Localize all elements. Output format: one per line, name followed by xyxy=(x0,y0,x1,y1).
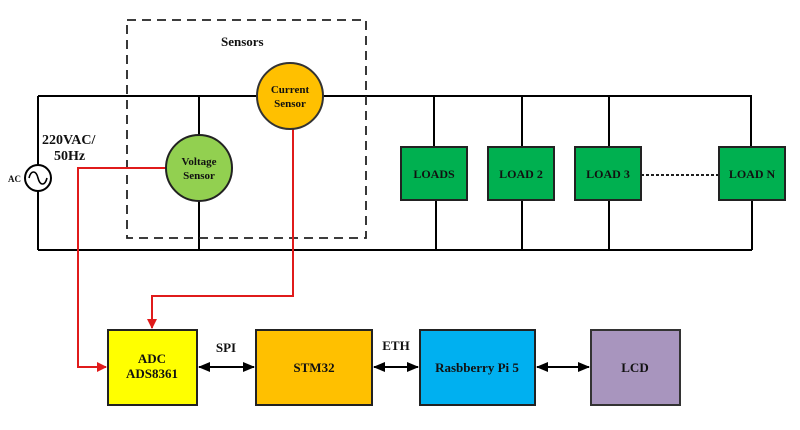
lcd-label: LCD xyxy=(621,360,648,375)
loads: LOADS LOAD 2 LOAD 3 LOAD N xyxy=(400,146,786,201)
stm32-block: STM32 xyxy=(255,329,373,406)
current-sensor-node xyxy=(256,62,324,130)
current-sensor-label-line2: Sensor xyxy=(274,98,306,110)
spi-link-label: SPI xyxy=(216,340,236,355)
eth-link-label: ETH xyxy=(382,338,409,353)
signal-wires xyxy=(77,129,294,372)
ac-source: AC 220VAC/ 50Hz xyxy=(8,133,97,192)
voltage-sensor-node xyxy=(165,134,233,202)
load-label: LOAD 2 xyxy=(499,167,543,181)
load-label: LOAD N xyxy=(729,167,776,181)
raspberry-pi-label: Rasbberry Pi 5 xyxy=(435,360,519,375)
voltage-signal-wire xyxy=(77,167,166,372)
load-block: LOAD 3 xyxy=(574,146,642,201)
lcd-box xyxy=(590,329,681,406)
adc-label-line1: ADC xyxy=(138,351,166,366)
load-block: LOAD 2 xyxy=(487,146,555,201)
load-block: LOADS xyxy=(400,146,468,201)
voltage-sensor-label-line2: Sensor xyxy=(183,170,215,182)
stm32-box xyxy=(255,329,373,406)
ac-symbol-label: AC xyxy=(8,174,21,184)
current-sensor-label-line1: Current xyxy=(271,84,310,96)
raspberry-pi-block: Rasbberry Pi 5 xyxy=(419,329,536,406)
adc-label-line2: ADS8361 xyxy=(126,366,178,381)
load-block: LOAD N xyxy=(718,146,786,201)
sensors-group: Sensors xyxy=(126,19,367,239)
processing-chain: SPI ETH ADC ADS8361 STM32 Rasbberry Pi 5… xyxy=(107,329,681,406)
voltage-sensor: Voltage Sensor xyxy=(165,134,233,202)
current-sensor: Current Sensor xyxy=(256,62,324,130)
source-rating-line2: 50Hz xyxy=(54,149,85,164)
voltage-sensor-label-line1: Voltage xyxy=(181,156,216,168)
lcd-block: LCD xyxy=(590,329,681,406)
load-box xyxy=(487,146,555,201)
current-signal-wire xyxy=(147,129,294,329)
sensors-group-boundary xyxy=(126,19,367,239)
load-box xyxy=(574,146,642,201)
adc-block: ADC ADS8361 xyxy=(107,329,198,406)
stm32-label: STM32 xyxy=(293,360,334,375)
load-label: LOAD 3 xyxy=(586,167,630,181)
load-box xyxy=(718,146,786,201)
load-label: LOADS xyxy=(413,167,455,181)
adc-box xyxy=(107,329,198,406)
sensors-group-label: Sensors xyxy=(221,34,264,49)
raspberry-pi-box xyxy=(419,329,536,406)
source-rating-line1: 220VAC/ xyxy=(42,133,97,148)
load-box xyxy=(400,146,468,201)
power-circuit xyxy=(37,95,753,251)
